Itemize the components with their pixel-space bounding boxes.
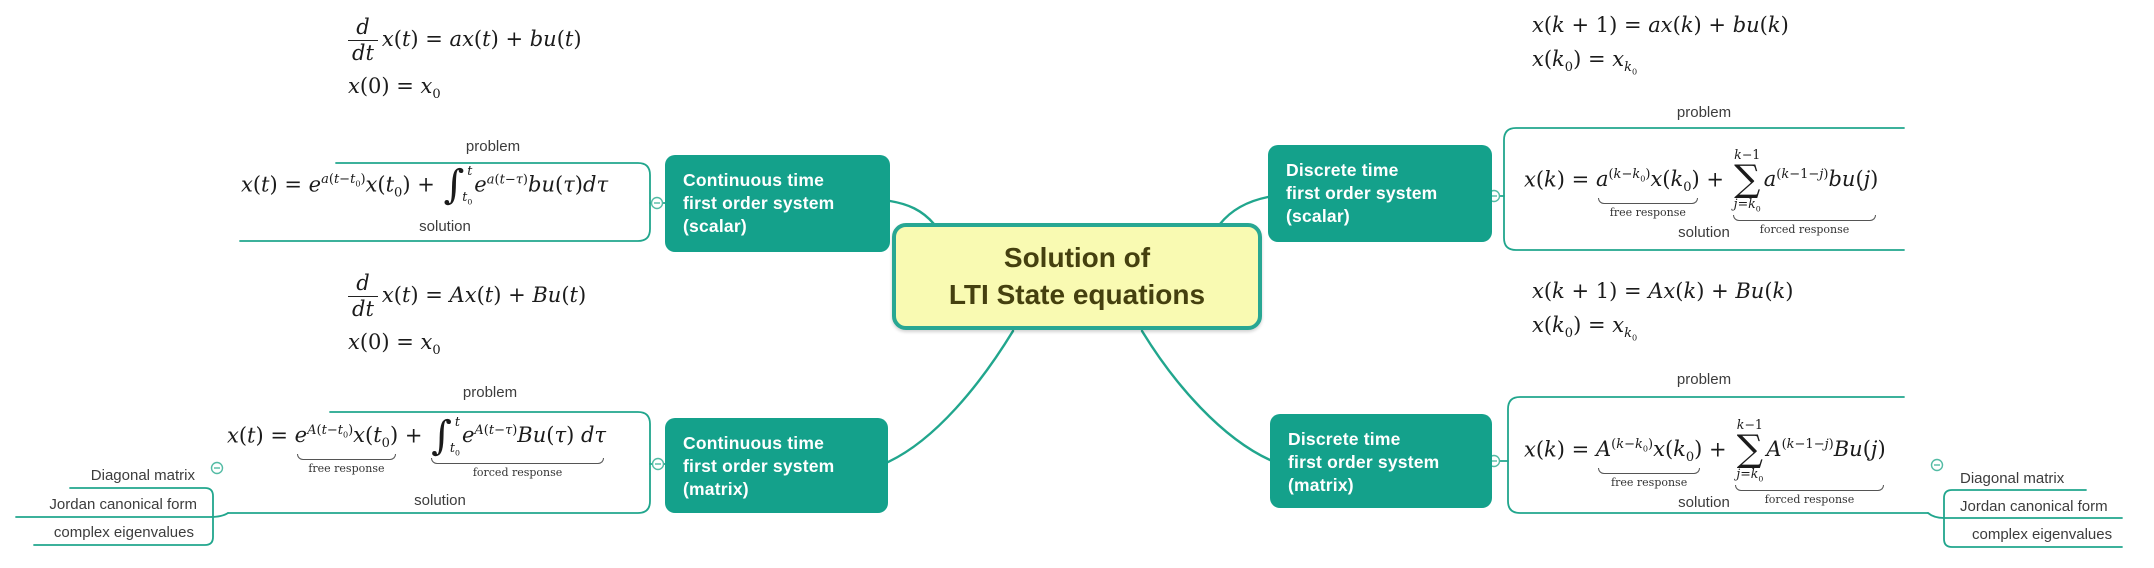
topic-problem[interactable]: problem bbox=[1676, 104, 1732, 121]
node-label-line: (matrix) bbox=[683, 478, 749, 499]
topic-problem[interactable]: problem bbox=[1676, 371, 1732, 388]
topic-underline-bracket bbox=[227, 411, 651, 514]
central-topic-line: LTI State equations bbox=[948, 278, 1206, 310]
child-diagonal-matrix[interactable]: Diagonal matrix bbox=[1960, 470, 2065, 487]
collapse-toggle-icon[interactable] bbox=[650, 196, 664, 210]
problem-equation[interactable]: x(k + 1) = ax(k) + bu(k) x(k0) = xk0 bbox=[1532, 13, 1789, 78]
node-label-line: (scalar) bbox=[683, 215, 747, 236]
topic-underline-bracket bbox=[1503, 127, 1905, 251]
collapse-toggle-icon[interactable] bbox=[1930, 458, 1944, 472]
node-label-line: first order system bbox=[1288, 451, 1440, 472]
solution-equation[interactable]: x(k) = a(k−k0)x(k0)free response + k−1∑j… bbox=[1524, 147, 1879, 236]
topic-underline-bracket bbox=[1507, 396, 1929, 514]
topic-solution[interactable]: solution bbox=[419, 218, 471, 235]
branch-line bbox=[1218, 195, 1270, 226]
collapse-toggle-icon[interactable] bbox=[651, 457, 665, 471]
solution-equation[interactable]: x(k) = A(k−k0)x(k0)free response + k−1∑j… bbox=[1524, 417, 1886, 506]
node-continuous-scalar[interactable]: Continuous time first order system (scal… bbox=[665, 155, 890, 252]
node-discrete-matrix[interactable]: Discrete time first order system (matrix… bbox=[1270, 414, 1492, 508]
topic-solution[interactable]: solution bbox=[414, 492, 466, 509]
node-continuous-matrix[interactable]: Continuous time first order system (matr… bbox=[665, 418, 888, 513]
child-underline bbox=[1927, 512, 2123, 519]
child-underline bbox=[15, 512, 229, 518]
child-jordan-canonical-form[interactable]: Jordan canonical form bbox=[1960, 498, 2108, 515]
topic-underline-bracket bbox=[239, 162, 651, 242]
child-complex-eigenvalues[interactable]: complex eigenvalues bbox=[53, 524, 194, 541]
topic-problem[interactable]: problem bbox=[465, 138, 521, 155]
child-complex-eigenvalues[interactable]: complex eigenvalues bbox=[1972, 526, 2113, 543]
node-label-line: Discrete time bbox=[1286, 160, 1399, 180]
branch-line bbox=[1140, 329, 1272, 462]
central-topic-line: Solution of bbox=[1003, 242, 1151, 274]
node-label-line: first order system bbox=[683, 455, 835, 476]
node-label-line: Discrete time bbox=[1288, 429, 1401, 449]
node-label-line: first order system bbox=[1286, 182, 1438, 203]
child-jordan-canonical-form[interactable]: Jordan canonical form bbox=[49, 496, 197, 513]
collapse-toggle-icon[interactable] bbox=[210, 461, 224, 475]
node-label-line: first order system bbox=[683, 192, 835, 213]
branch-line bbox=[888, 199, 936, 226]
central-topic[interactable]: Solution of LTI State equations bbox=[892, 223, 1262, 330]
topic-solution[interactable]: solution bbox=[1678, 224, 1730, 241]
branch-line bbox=[886, 329, 1015, 464]
node-discrete-scalar[interactable]: Discrete time first order system (scalar… bbox=[1268, 145, 1492, 242]
node-label-line: (scalar) bbox=[1286, 205, 1350, 226]
problem-equation[interactable]: x(k + 1) = Ax(k) + Bu(k) x(k0) = xk0 bbox=[1532, 279, 1794, 344]
node-label-line: Continuous time bbox=[683, 433, 825, 453]
topic-problem[interactable]: problem bbox=[462, 384, 518, 401]
node-label-line: (matrix) bbox=[1288, 474, 1354, 495]
child-diagonal-matrix[interactable]: Diagonal matrix bbox=[90, 467, 195, 484]
node-label-line: Continuous time bbox=[683, 170, 825, 190]
topic-solution[interactable]: solution bbox=[1678, 494, 1730, 511]
